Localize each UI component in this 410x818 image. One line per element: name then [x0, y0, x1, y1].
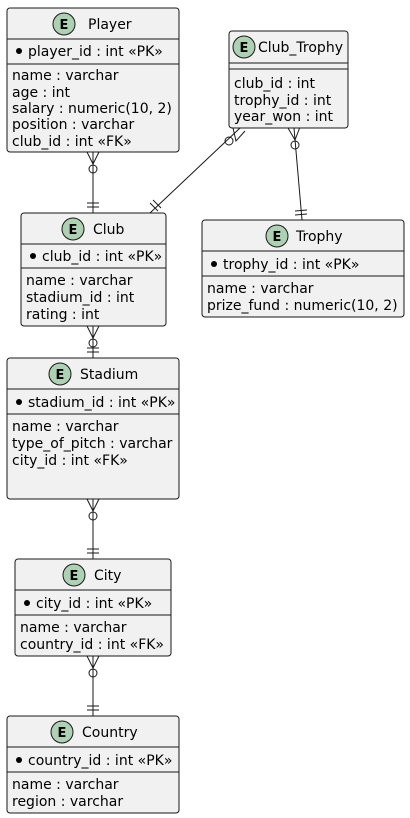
primary-key-field: trophy_id : int «PK» [223, 257, 359, 273]
svg-text:E: E [273, 230, 282, 245]
entity-title: Player [88, 17, 132, 33]
field: type_of_pitch : varchar [12, 436, 173, 452]
relation-city-country [86, 655, 100, 716]
relation-clubtrophy-trophy [287, 126, 308, 221]
entity-country: E Country country_id : int «PK» name : v… [6, 715, 180, 814]
field: year_won : int [234, 109, 334, 125]
svg-text:E: E [240, 41, 249, 56]
field: prize_fund : numeric(10, 2) [207, 298, 398, 314]
primary-key-icon [16, 399, 22, 405]
primary-key-field: stadium_id : int «PK» [28, 395, 176, 411]
primary-key-field: club_id : int «PK» [42, 249, 162, 265]
primary-key-field: city_id : int «PK» [36, 596, 152, 612]
svg-text:E: E [58, 726, 67, 741]
primary-key-icon [211, 261, 217, 267]
field: club_id : int «FK» [12, 134, 132, 150]
svg-text:E: E [60, 18, 69, 33]
relation-stadium-city [86, 498, 100, 559]
entity-city: E City city_id : int «PK» name : varchar… [14, 558, 172, 657]
entity-club-trophy: E Club_Trophy club_id : int trophy_id : … [228, 30, 349, 129]
entity-badge-icon: E [52, 12, 76, 36]
entity-club: E Club club_id : int «PK» name : varchar… [20, 212, 167, 327]
entity-title: Trophy [295, 229, 343, 245]
entity-badge-icon: E [62, 563, 86, 587]
primary-key-field: player_id : int «PK» [28, 44, 163, 60]
field: name : varchar [12, 68, 119, 84]
entity-badge-icon: E [48, 362, 72, 386]
entity-title: Club [93, 222, 125, 238]
field: salary : numeric(10, 2) [12, 101, 172, 117]
field: position : varchar [12, 117, 135, 133]
svg-text:E: E [70, 569, 79, 584]
entity-stadium: E Stadium stadium_id : int «PK» name : v… [6, 357, 180, 500]
field: name : varchar [26, 273, 133, 289]
entity-title: Stadium [80, 367, 138, 383]
svg-text:E: E [56, 368, 65, 383]
primary-key-icon [16, 48, 22, 54]
field: rating : int [26, 307, 100, 323]
primary-key-field: country_id : int «PK» [28, 753, 172, 769]
entity-title: Club_Trophy [258, 40, 343, 56]
field: club_id : int [234, 76, 316, 92]
primary-key-icon [24, 600, 30, 606]
relation-clubtrophy-club [149, 127, 246, 214]
entity-trophy: E Trophy trophy_id : int «PK» name : var… [201, 219, 405, 318]
entity-badge-icon: E [50, 720, 74, 744]
entity-player: E Player player_id : int «PK» name : var… [6, 7, 180, 153]
field: name : varchar [207, 281, 314, 297]
field: name : varchar [12, 777, 119, 793]
field: region : varchar [12, 794, 123, 810]
field: country_id : int «FK» [20, 637, 164, 653]
entity-badge-icon: E [265, 224, 289, 248]
entity-badge-icon: E [61, 217, 85, 241]
svg-text:E: E [69, 223, 78, 238]
field: name : varchar [20, 620, 127, 636]
relation-player-club [86, 151, 100, 213]
field: trophy_id : int [234, 93, 332, 109]
entity-title: City [94, 568, 121, 584]
entity-title: Country [82, 725, 138, 741]
primary-key-icon [30, 253, 36, 259]
field: stadium_id : int [26, 290, 135, 306]
field: city_id : int «FK» [12, 453, 128, 469]
primary-key-icon [16, 757, 22, 763]
relation-club-stadium [86, 325, 100, 358]
field: name : varchar [12, 419, 119, 435]
field: age : int [12, 85, 70, 101]
entity-badge-icon: E [232, 35, 256, 59]
